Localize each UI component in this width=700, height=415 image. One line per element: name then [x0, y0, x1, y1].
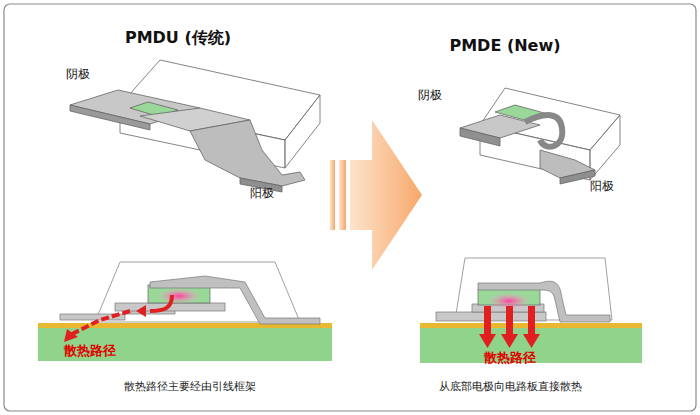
pmdu-3d: [70, 60, 320, 192]
terminal-label: 阳极: [250, 186, 274, 200]
heat-path-label: 散热路径: [484, 350, 536, 366]
pmde-section: [420, 258, 642, 363]
caption-text: 散热路径主要经由引线框架: [124, 380, 256, 393]
terminal-label: 阳极: [590, 179, 614, 193]
frame: [4, 4, 696, 411]
pmde-3d: [460, 88, 620, 184]
pmdu-section: [38, 262, 332, 361]
heat-path-label: 散热路径: [64, 343, 116, 359]
panel-title: PMDE (New): [449, 36, 560, 55]
caption-text: 从底部电极向电路板直接散热: [439, 380, 582, 393]
terminal-label: 阴极: [66, 67, 90, 81]
terminal-label: 阴极: [418, 88, 442, 102]
panel-title: PMDU (传统): [125, 28, 231, 47]
transition-arrow: [330, 120, 422, 270]
